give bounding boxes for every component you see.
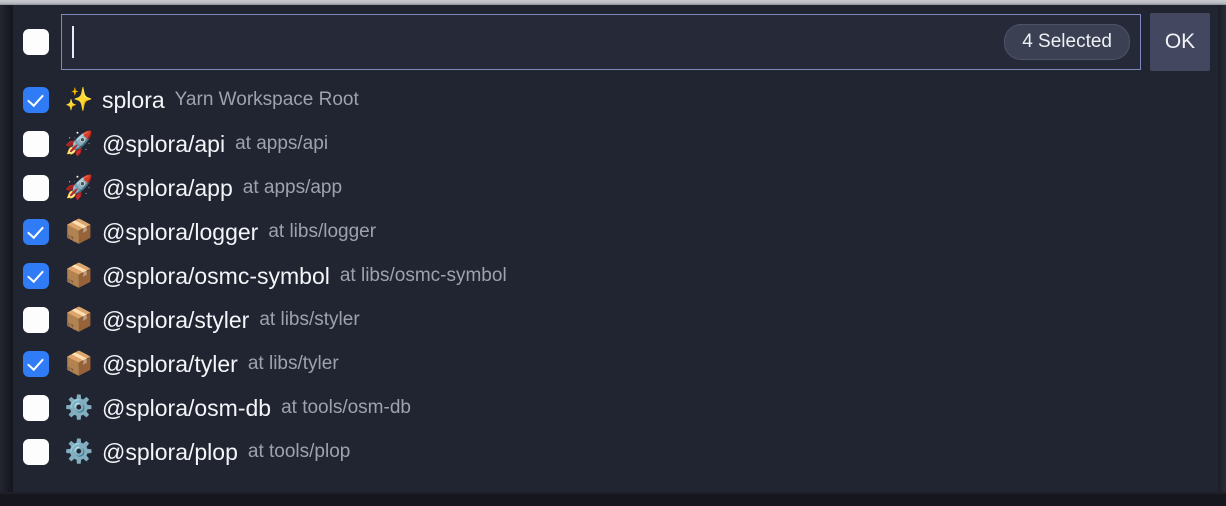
selected-count-badge: 4 Selected <box>1004 23 1130 60</box>
row-checkbox[interactable] <box>23 351 49 377</box>
workspace-location: at apps/api <box>235 133 329 154</box>
workspace-location: at apps/app <box>242 177 343 198</box>
package-icon: 📦 <box>64 218 94 245</box>
package-icon: 📦 <box>64 350 94 377</box>
window-right-edge <box>1218 5 1226 506</box>
select-all-checkbox[interactable] <box>23 28 49 55</box>
window-bottom-seam <box>0 492 1226 494</box>
list-item[interactable]: ✨ splora Yarn Workspace Root <box>23 78 1218 122</box>
workspace-name: @splora/api <box>102 130 226 157</box>
workspace-location: at tools/plop <box>247 441 351 462</box>
row-checkbox[interactable] <box>23 87 49 113</box>
workspace-location: at libs/tyler <box>247 353 339 374</box>
rocket-icon: 🚀 <box>64 174 94 201</box>
workspace-name: @splora/plop <box>102 438 238 465</box>
list-item[interactable]: 📦 @splora/osmc-symbol at libs/osmc-symbol <box>23 254 1218 298</box>
row-checkbox[interactable] <box>23 395 49 421</box>
ok-button[interactable]: OK <box>1150 12 1210 71</box>
workspace-name: @splora/osm-db <box>102 394 272 421</box>
workspace-location: Yarn Workspace Root <box>174 89 359 110</box>
picker-header: 4 Selected OK <box>13 5 1218 78</box>
workspace-name: @splora/app <box>102 174 233 201</box>
workspace-name: @splora/osmc-symbol <box>102 262 330 289</box>
workspace-list: ✨ splora Yarn Workspace Root 🚀 @splora/api at… <box>13 78 1218 474</box>
list-item[interactable]: 🚀 @splora/api at apps/api <box>23 122 1218 166</box>
package-icon: 📦 <box>64 262 94 289</box>
search-field-wrapper[interactable]: 4 Selected <box>61 13 1141 70</box>
workspace-location: at libs/styler <box>259 309 360 330</box>
window-left-edge <box>0 5 13 506</box>
list-item[interactable]: ⚙️ @splora/osm-db at tools/osm-db <box>23 386 1218 430</box>
search-input[interactable] <box>74 14 1005 69</box>
sparkles-icon: ✨ <box>64 86 94 113</box>
workspace-location: at libs/logger <box>268 221 377 242</box>
window-top-chrome <box>0 0 1226 5</box>
window-bottom-edge <box>0 492 1226 506</box>
workspace-name: @splora/logger <box>102 218 259 245</box>
workspace-location: at libs/osmc-symbol <box>339 265 507 286</box>
workspace-name: splora <box>102 86 165 113</box>
text-caret <box>72 25 74 58</box>
list-item[interactable]: 📦 @splora/logger at libs/logger <box>23 210 1218 254</box>
package-icon: 📦 <box>64 306 94 333</box>
workspace-name: @splora/styler <box>102 306 250 333</box>
row-checkbox[interactable] <box>23 175 49 201</box>
list-item[interactable]: 📦 @splora/tyler at libs/tyler <box>23 342 1218 386</box>
row-checkbox[interactable] <box>23 307 49 333</box>
workspace-picker-panel: 4 Selected OK ✨ splora Yarn Workspace Root… <box>13 5 1218 493</box>
gear-icon: ⚙️ <box>64 438 94 465</box>
rocket-icon: 🚀 <box>64 130 94 157</box>
list-item[interactable]: 🚀 @splora/app at apps/app <box>23 166 1218 210</box>
row-checkbox[interactable] <box>23 131 49 157</box>
row-checkbox[interactable] <box>23 219 49 245</box>
gear-icon: ⚙️ <box>64 394 94 421</box>
workspace-location: at tools/osm-db <box>281 397 411 418</box>
list-item[interactable]: ⚙️ @splora/plop at tools/plop <box>23 430 1218 474</box>
row-checkbox[interactable] <box>23 263 49 289</box>
list-item[interactable]: 📦 @splora/styler at libs/styler <box>23 298 1218 342</box>
workspace-name: @splora/tyler <box>102 350 238 377</box>
row-checkbox[interactable] <box>23 439 49 465</box>
